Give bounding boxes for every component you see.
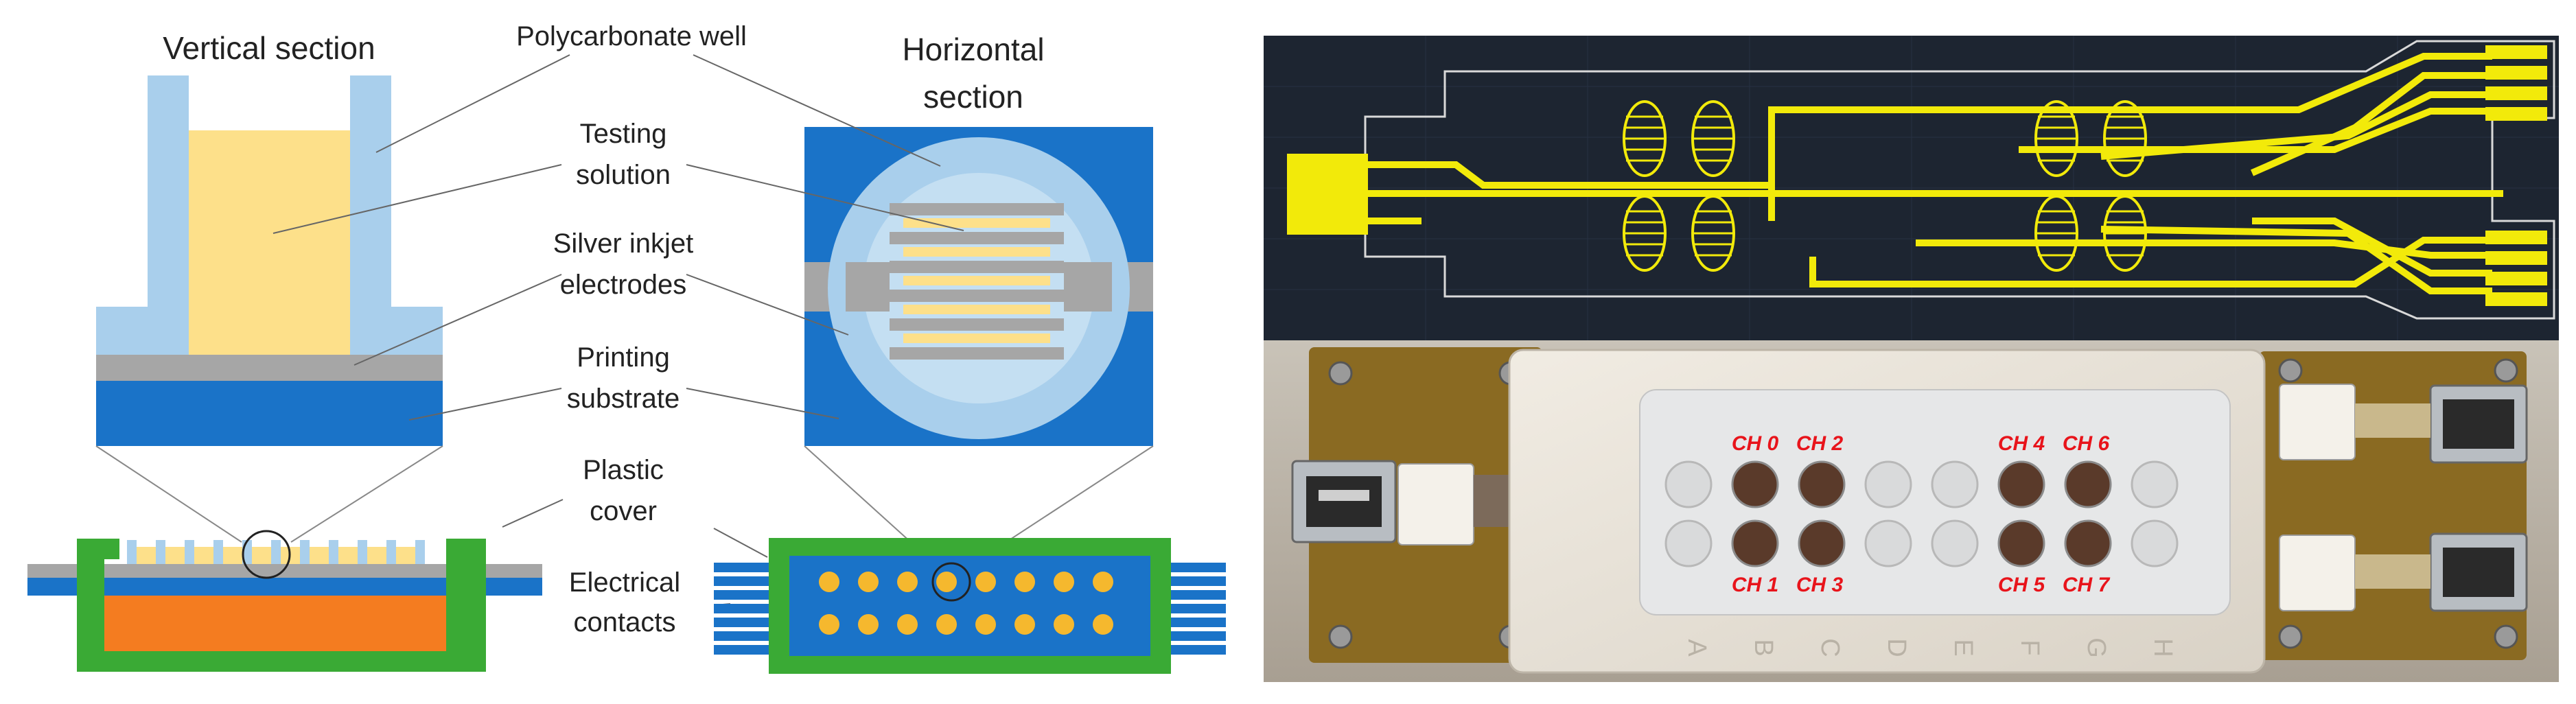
plate-column-b: B	[1749, 639, 1778, 656]
cell-schematic-diagram: Vertical section Horizontal section	[27, 21, 1226, 674]
horizontal-electrode-fingers	[846, 203, 1112, 360]
cover-cross-section	[27, 530, 542, 672]
plate-column-g: G	[2082, 637, 2111, 658]
channel-label-ch0: CH 0	[1732, 432, 1779, 455]
vertical-well-left-wall	[148, 75, 189, 309]
vertical-section-title: Vertical section	[163, 30, 375, 66]
plate-column-a: A	[1682, 639, 1711, 657]
horizontal-section-title-line2: section	[923, 79, 1023, 115]
label-polycarbonate-well: Polycarbonate well	[516, 21, 747, 51]
channel-labels: CH 0 CH 2 CH 4 CH 6 CH 1 CH 3 CH 5 CH 7	[1732, 432, 2111, 596]
vertical-well-right-wall	[350, 75, 391, 309]
leader-lines	[272, 54, 964, 606]
channel-label-ch1: CH 1	[1732, 574, 1778, 596]
cover-substrate-strip	[27, 564, 542, 578]
horizontal-solution-circle	[863, 173, 1094, 403]
label-electrical-contacts-2: contacts	[574, 607, 676, 637]
contact-dots	[819, 572, 1113, 635]
channel-label-ch4: CH 4	[1998, 432, 2045, 455]
vertical-substrate	[96, 381, 443, 446]
right-ribbon	[2355, 403, 2430, 589]
vertical-section: Vertical section	[96, 30, 443, 446]
device-photo: CH 0 CH 2 CH 4 CH 6 CH 1 CH 3 CH 5 CH 7 …	[1264, 340, 2559, 682]
horizontal-section-title-line1: Horizontal	[902, 32, 1044, 67]
wells	[1664, 460, 2179, 567]
channel-label-ch2: CH 2	[1796, 432, 1844, 455]
plate-column-d: D	[1882, 638, 1911, 657]
contact-zoom-circle	[931, 562, 971, 602]
plastic-cover-right	[446, 539, 486, 672]
contact-grid-section	[714, 538, 1226, 674]
right-usb-connector-bottom	[2429, 532, 2528, 612]
label-printing-substrate-2: substrate	[567, 384, 680, 414]
label-printing-substrate-1: Printing	[577, 342, 670, 373]
plastic-cover-bottom	[77, 651, 486, 672]
label-silver-inkjet-1: Silver inkjet	[553, 228, 694, 259]
plate-column-c: C	[1815, 638, 1844, 657]
plate-column-h: H	[2148, 638, 2177, 657]
channel-label-ch5: CH 5	[1998, 574, 2046, 596]
label-silver-inkjet-2: electrodes	[560, 270, 687, 300]
pcb-left-connector	[1287, 154, 1368, 235]
plastic-cover-top-right	[446, 539, 486, 559]
plate-column-f: F	[2015, 640, 2044, 655]
plate-column-e: E	[1949, 639, 1977, 656]
channel-label-ch6: CH 6	[2063, 432, 2110, 455]
label-plastic-cover-2: cover	[590, 496, 657, 526]
contact-strips-right	[1171, 563, 1226, 655]
right-usb-connector-top	[2429, 384, 2528, 464]
component-labels: Polycarbonate well Testing solution Silv…	[516, 21, 747, 637]
plate-column-letters: A B C D E F G H	[1682, 637, 2177, 658]
pcb-board-outline	[1364, 40, 2555, 320]
plastic-cover-top-left	[77, 539, 119, 559]
plastic-cover-left	[77, 539, 104, 672]
pcb-electrode-pads	[1623, 100, 2147, 272]
mini-wells	[127, 540, 425, 564]
left-usb-connector	[1291, 460, 1397, 543]
contact-grid-substrate	[789, 556, 1150, 656]
vertical-testing-solution	[189, 130, 350, 355]
label-plastic-cover-1: Plastic	[583, 455, 664, 485]
channel-label-ch7: CH 7	[2063, 574, 2111, 596]
cover-zoom-circle	[242, 530, 291, 579]
horizontal-section: Horizontal section	[804, 32, 1153, 446]
label-testing-solution-2: solution	[576, 160, 671, 190]
pcb-right-connector-pads	[2485, 45, 2547, 306]
pcb-layout-render	[1264, 36, 2559, 340]
pcb-traces	[1367, 53, 2503, 294]
channel-label-ch3: CH 3	[1796, 574, 1844, 596]
label-electrical-contacts-1: Electrical	[569, 567, 680, 598]
vertical-electrode-layer	[96, 355, 443, 381]
contact-strips-left	[714, 563, 769, 655]
right-sockets	[2279, 384, 2356, 611]
base-block	[104, 596, 446, 651]
label-testing-solution-1: Testing	[580, 119, 667, 149]
